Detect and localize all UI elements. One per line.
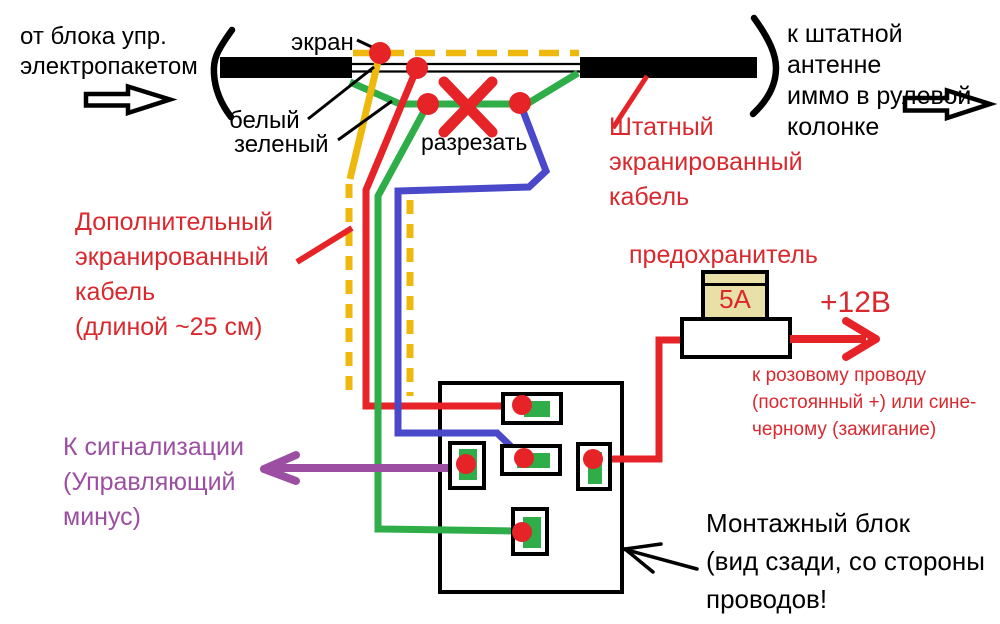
terminal-right-dot — [583, 449, 603, 469]
blue-wire — [394, 101, 551, 460]
terminal-top — [501, 392, 563, 425]
label-shtatny-cable: Штатный экранированный кабель — [609, 113, 803, 211]
cut-x-icon-2 — [438, 76, 498, 138]
plus12v-arrow-barb-top — [842, 317, 880, 343]
label-montage-block: Монтажный блок (вид сзади, со стороны пр… — [706, 508, 985, 614]
label-plus12v: +12В — [820, 286, 891, 319]
label-predohranitel: предохранитель — [629, 241, 818, 269]
right-flow-arrow-icon — [902, 87, 998, 122]
fuse-body — [701, 270, 769, 321]
purple-arrow-barb-bottom — [260, 465, 300, 485]
junction-dot-white — [406, 57, 428, 79]
left-brace — [210, 26, 236, 121]
purple-arrow-barb-top — [260, 451, 300, 473]
label-dop-cable: Дополнительный экранированный кабель (дл… — [75, 208, 273, 341]
junction-dot-shield — [369, 42, 391, 64]
label-to-alarm: К сигнализации (Управляющий минус) — [63, 433, 244, 531]
fuse-holder — [680, 317, 792, 359]
block-pointer-barb-top — [623, 542, 663, 551]
fuse-rating: 5А — [719, 284, 751, 314]
terminal-center-dot — [514, 448, 534, 468]
dop-leader-line — [295, 225, 354, 265]
label-from-unit: от блока упр. электропакетом — [20, 23, 198, 80]
right-cable — [580, 57, 757, 78]
shtatny-leader-line — [610, 74, 650, 130]
terminal-center — [500, 444, 562, 476]
plus12v-arrow-barb-bottom — [842, 335, 880, 361]
zeleny-leader-line — [337, 99, 393, 142]
label-pink-wire-note: к розовому проводу (постоянный +) или си… — [752, 365, 977, 440]
block-pointer-shaft — [623, 547, 699, 571]
label-razrezat: разрезать — [421, 129, 528, 155]
terminal-bottom — [511, 507, 549, 556]
left-flow-arrow-icon — [83, 83, 178, 117]
terminal-left — [448, 441, 486, 490]
right-brace — [749, 14, 780, 118]
terminal-left-dot — [456, 454, 476, 474]
label-bely: белый — [229, 107, 300, 134]
block-pointer-barb-bottom — [623, 547, 655, 574]
label-ekran: экран — [291, 29, 354, 56]
left-cable — [220, 57, 352, 78]
label-zeleny: зеленый — [234, 131, 329, 158]
junction-dot-green-right — [509, 92, 531, 114]
bely-leader-line — [307, 65, 375, 121]
green-wire-down — [374, 102, 522, 535]
red-wire — [362, 66, 521, 410]
junction-dot-green-left — [417, 93, 439, 115]
terminal-top-dot — [512, 395, 532, 415]
terminal-bottom-dot — [512, 522, 532, 542]
red-wire-to-fuse — [593, 336, 684, 463]
terminal-right — [576, 442, 612, 491]
label-to-antenna: к штатной антенне иммо в рулевой колонке — [787, 20, 972, 141]
shield-wire-diagonal — [346, 52, 384, 180]
